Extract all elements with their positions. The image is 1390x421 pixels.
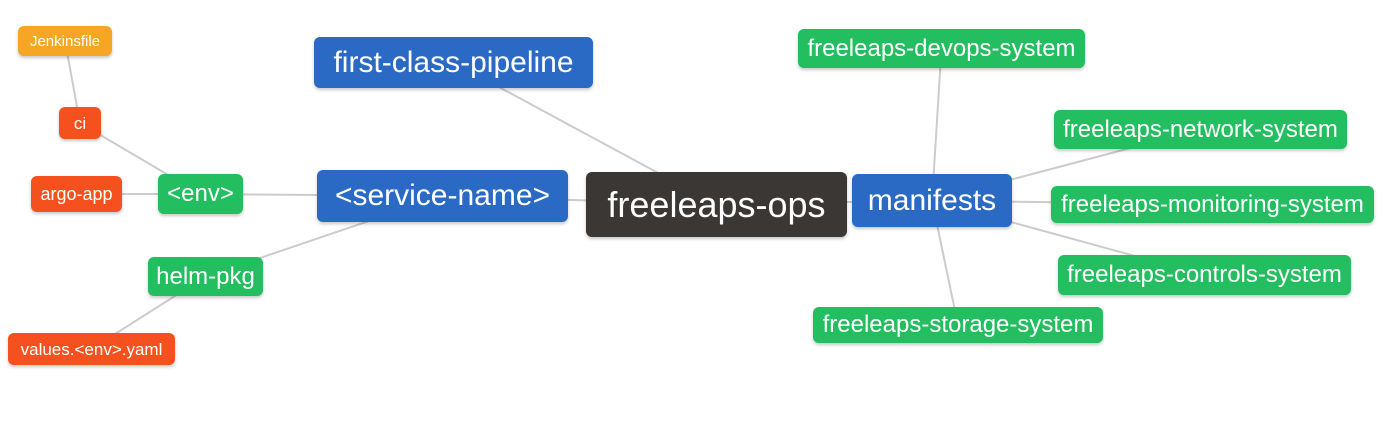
node-ci[interactable]: ci [59,107,101,139]
node-label: freeleaps-devops-system [807,34,1076,62]
node-label: freeleaps-controls-system [1067,261,1342,288]
node-manifests[interactable]: manifests [852,174,1012,227]
node-freeleaps-storage-system[interactable]: freeleaps-storage-system [813,307,1103,343]
node-first-class-pipeline[interactable]: first-class-pipeline [314,37,593,88]
node-label: first-class-pipeline [333,45,574,79]
node-env[interactable]: <env> [158,174,243,214]
node-helm-pkg[interactable]: helm-pkg [148,257,263,296]
node-label: argo-app [40,184,113,204]
node-label: values.<env>.yaml [20,339,163,359]
node-label: <service-name> [334,179,551,212]
node-freeleaps-network-system[interactable]: freeleaps-network-system [1054,110,1347,149]
node-label: freeleaps-storage-system [822,311,1094,338]
node-label: freeleaps-network-system [1063,115,1338,143]
node-service-name[interactable]: <service-name> [317,170,568,222]
node-values-env-yaml[interactable]: values.<env>.yaml [8,333,175,365]
node-freeleaps-devops-system[interactable]: freeleaps-devops-system [798,29,1085,68]
node-label: freeleaps-ops [607,183,826,225]
node-freeleaps-controls-system[interactable]: freeleaps-controls-system [1058,255,1351,295]
node-label: freeleaps-monitoring-system [1061,190,1364,218]
node-jenkinsfile[interactable]: Jenkinsfile [18,26,112,56]
node-label: helm-pkg [156,262,255,290]
node-argo-app[interactable]: argo-app [31,176,122,212]
node-label: <env> [167,180,234,207]
node-freeleaps-ops[interactable]: freeleaps-ops [586,172,847,237]
node-label: ci [73,113,87,133]
node-label: manifests [867,183,997,217]
node-label: Jenkinsfile [29,32,101,50]
node-freeleaps-monitoring-system[interactable]: freeleaps-monitoring-system [1051,186,1374,223]
